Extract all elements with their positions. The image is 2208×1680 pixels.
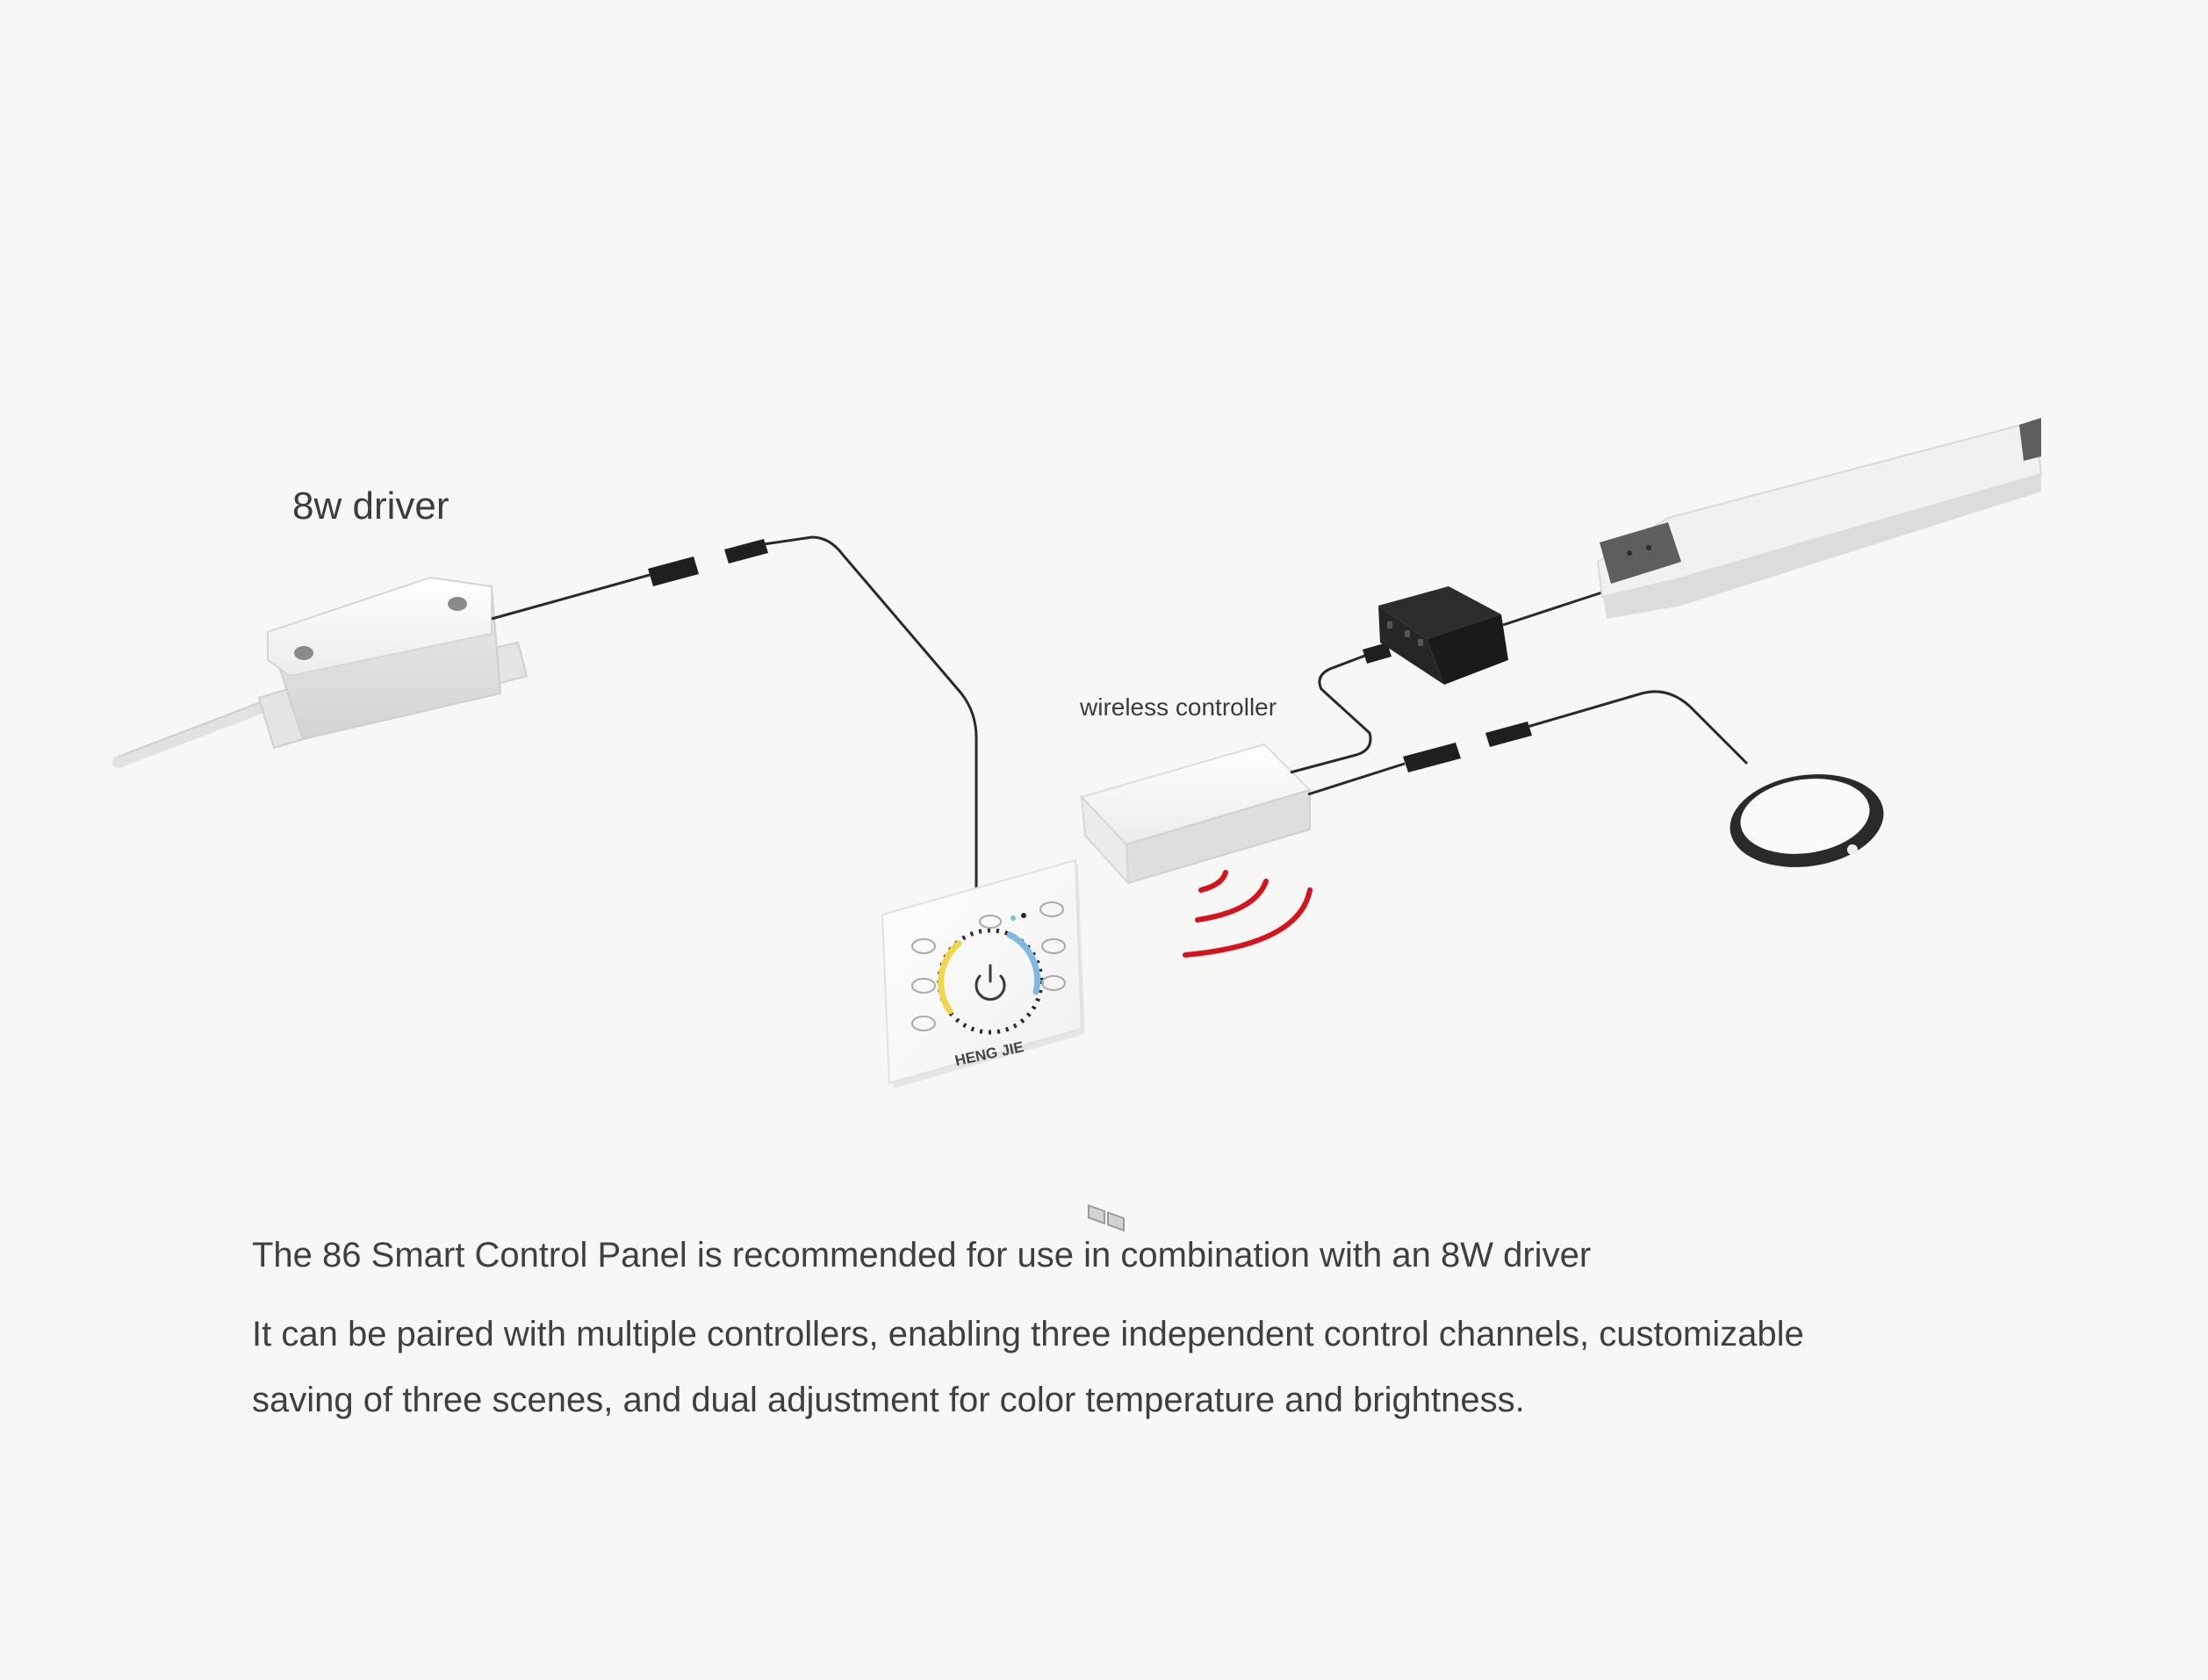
driver-unit <box>112 576 529 768</box>
driver-screw-hole <box>448 597 467 611</box>
driver-label: 8w driver <box>292 485 450 528</box>
description-line-1: The 86 Smart Control Panel is recommende… <box>252 1236 1592 1274</box>
connector-male <box>1485 722 1532 747</box>
indicator-dot <box>1011 915 1016 921</box>
signal-arc-small <box>1198 870 1228 893</box>
hub-front <box>1427 614 1508 685</box>
bar-screw <box>1627 550 1632 556</box>
description-line-2: It can be paired with multiple controlle… <box>252 1315 1804 1353</box>
wireless-controller-label: wireless controller <box>1080 693 1277 721</box>
description-line-3: saving of three scenes, and dual adjustm… <box>252 1381 1525 1419</box>
controller-port <box>1107 1210 1125 1232</box>
connector-male <box>724 539 768 564</box>
panel-dial <box>937 928 1044 1035</box>
puck-diffuser <box>1740 779 1870 854</box>
scene-button <box>911 1016 936 1031</box>
bar-end-cap-far <box>2019 418 2041 461</box>
hub-port <box>1387 621 1392 628</box>
bar-screw <box>1646 545 1651 550</box>
hub-port <box>1418 639 1423 646</box>
channel-button <box>1039 901 1064 917</box>
smart-control-panel: HENG JIE <box>881 858 1085 1088</box>
light-connector <box>1403 722 1532 772</box>
channel-button <box>1041 975 1066 991</box>
puck-light-wire <box>1527 690 1749 765</box>
controller-wire-to-light <box>1307 762 1406 796</box>
linear-light-bar <box>1596 418 2043 619</box>
bar-underside <box>1598 474 2041 619</box>
driver-screw-hole <box>294 646 313 660</box>
controller-port <box>1088 1203 1105 1225</box>
hub-connector <box>1363 643 1392 664</box>
hub-port <box>1405 630 1410 637</box>
scene-button <box>911 938 936 954</box>
puck-sensor <box>1847 844 1858 855</box>
panel-buttons-left <box>911 938 936 1031</box>
power-icon <box>975 964 1006 1002</box>
mode-button <box>979 915 1002 929</box>
driver-output-wire <box>491 573 651 621</box>
bar-end-cap <box>1600 522 1681 584</box>
panel-wire <box>763 535 978 888</box>
signal-arc-large <box>1183 887 1313 958</box>
warm-arc <box>938 940 962 1015</box>
distribution-hub <box>1378 586 1508 685</box>
controller-wire-to-hub <box>1290 652 1372 774</box>
wireless-signal-icon <box>1183 870 1313 958</box>
controller-side <box>1080 794 1130 886</box>
driver-body-top <box>267 576 493 678</box>
cool-arc <box>1006 931 1041 995</box>
signal-arc-medium <box>1195 879 1269 923</box>
hub-side <box>1378 606 1444 685</box>
wireless-controller <box>1080 743 1312 1232</box>
panel-buttons-right <box>1039 901 1066 991</box>
connector-female <box>648 556 699 586</box>
indicator-dot <box>1021 913 1026 918</box>
puck-light <box>1730 774 1884 867</box>
scene-button <box>911 978 936 994</box>
power-cable-edge <box>118 700 264 757</box>
connector-female <box>1403 743 1461 772</box>
hub-top <box>1378 586 1501 639</box>
driver-connector <box>648 539 768 586</box>
hub-to-bar-wire <box>1502 586 1616 627</box>
channel-button <box>1041 938 1066 954</box>
